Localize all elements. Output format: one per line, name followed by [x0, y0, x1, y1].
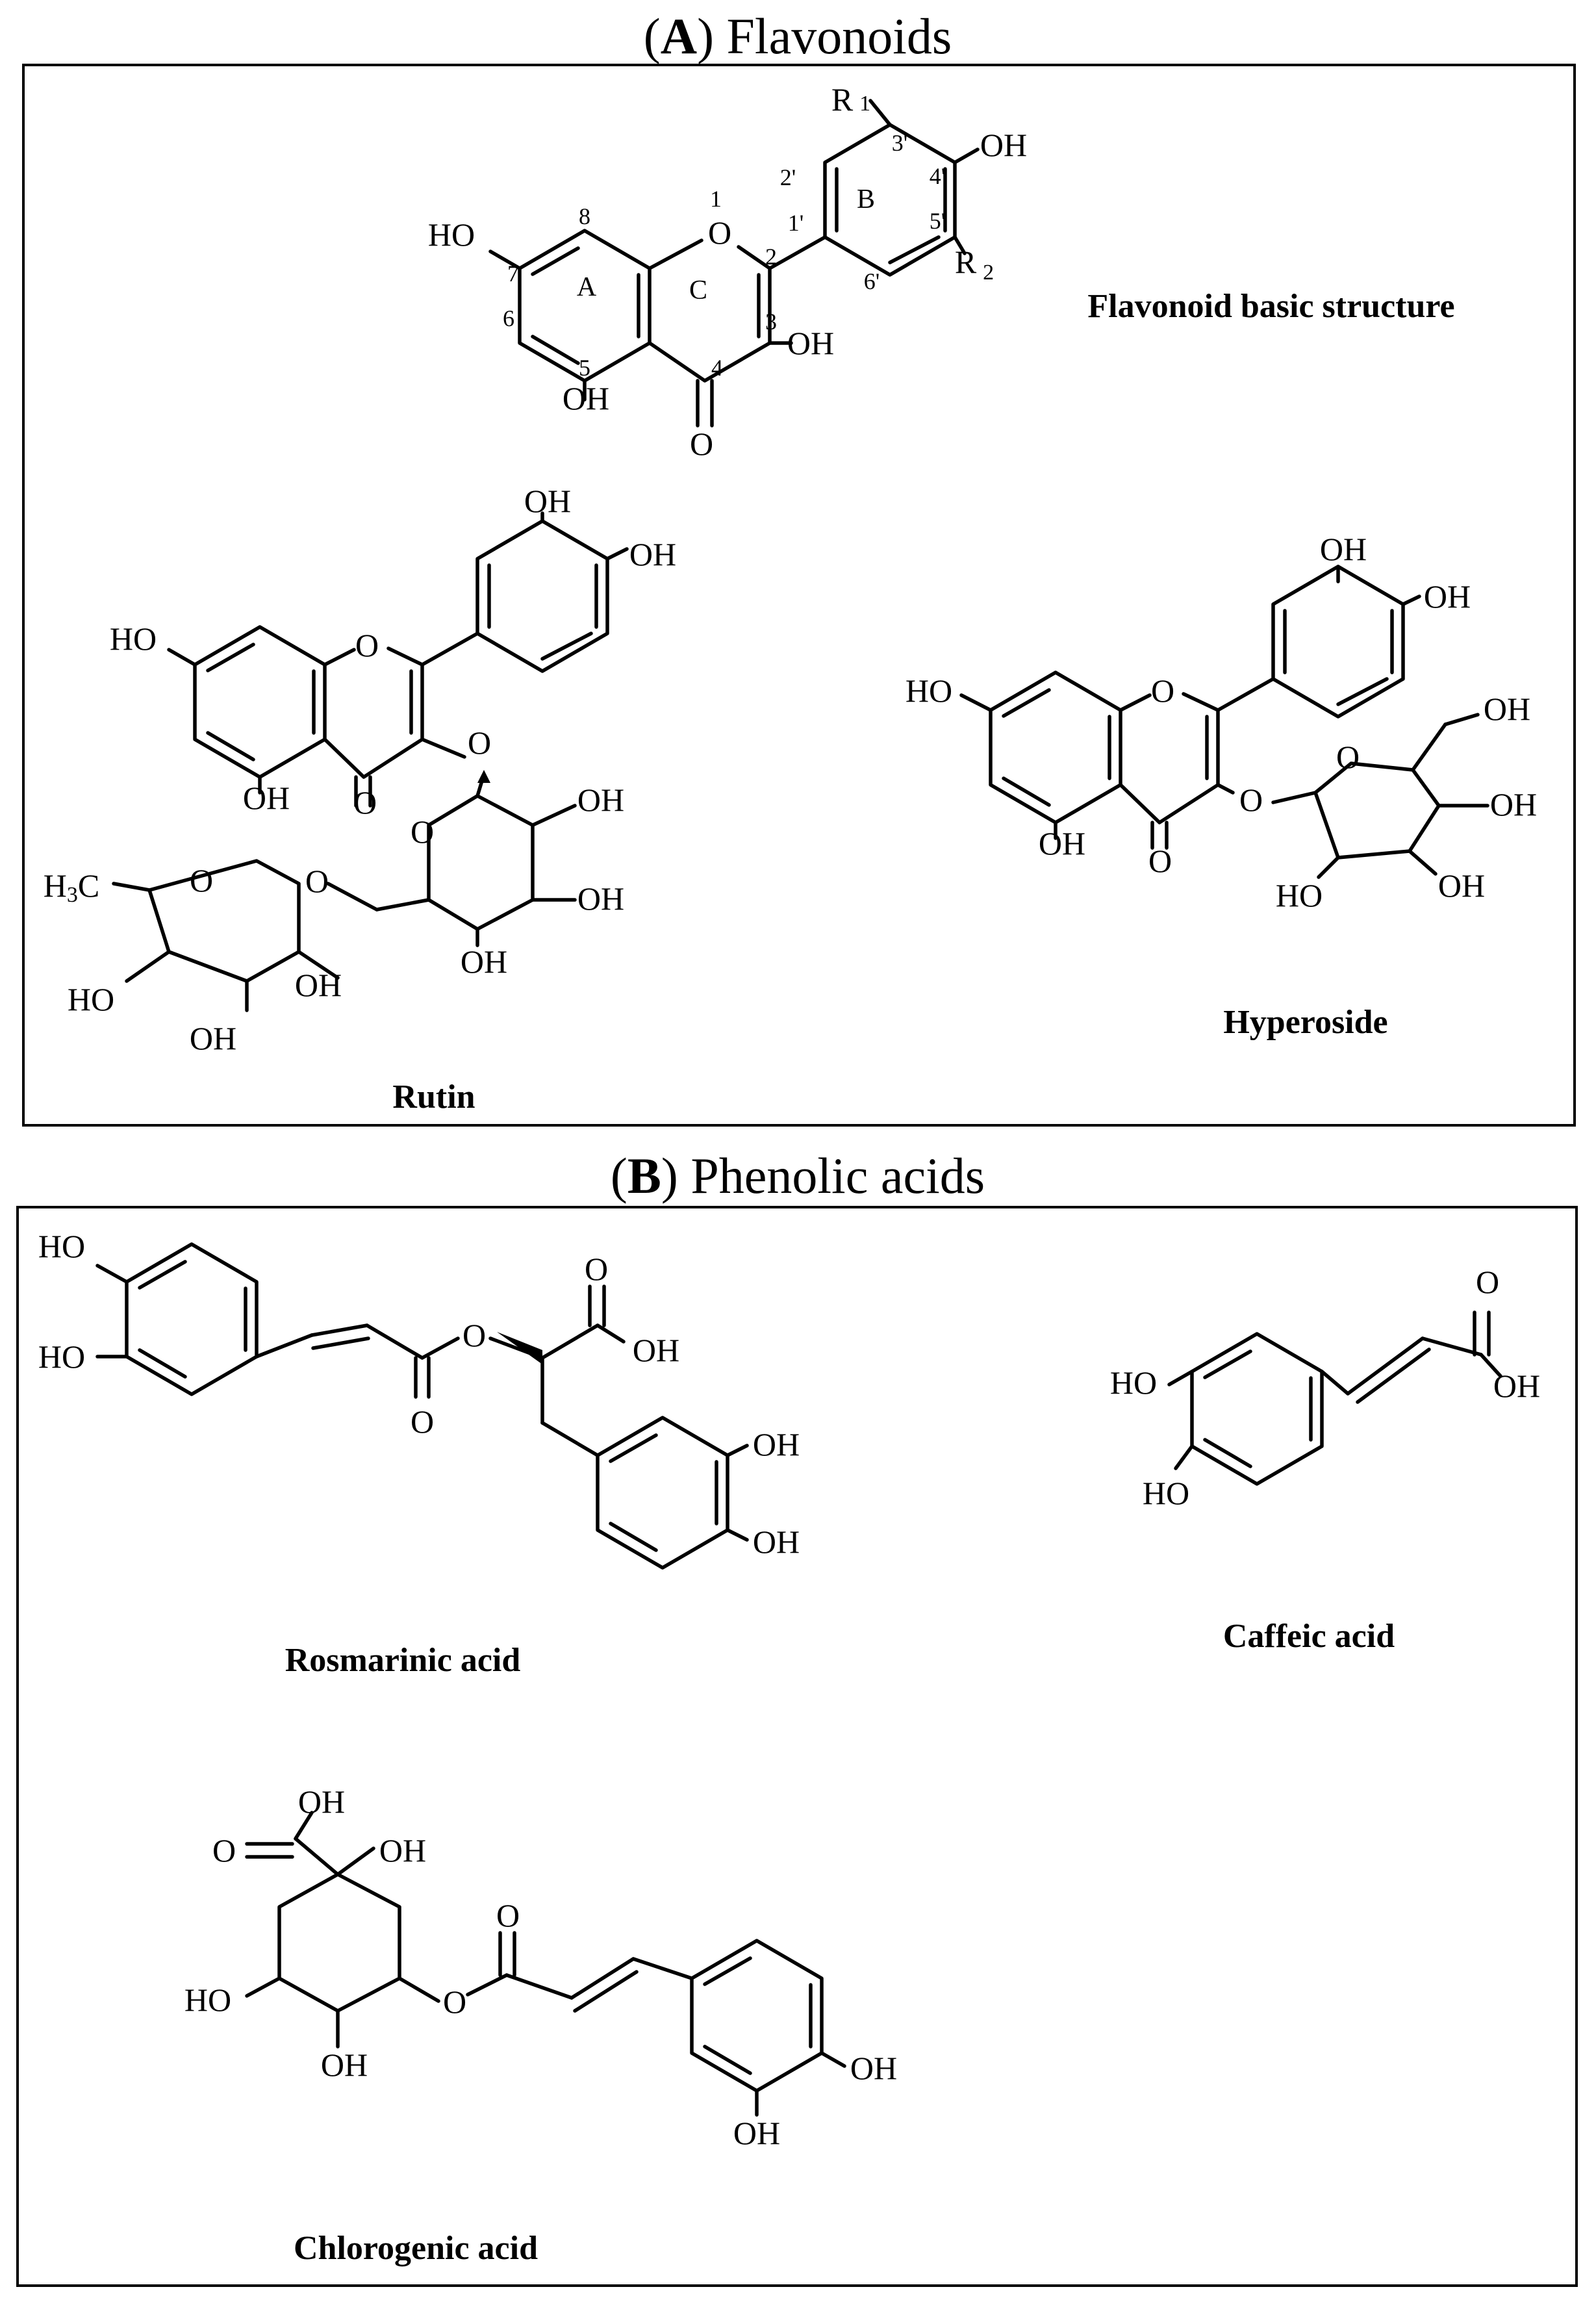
ring-label-a: A	[577, 272, 597, 302]
rosmarinic-ester-o: O	[462, 1317, 486, 1353]
hydroxyl-7: HO	[428, 216, 475, 253]
rutin-name: Rutin	[392, 1079, 475, 1116]
rutin-oh-5: OH	[243, 780, 290, 816]
rutin-glucose-oh-3: OH	[577, 880, 624, 917]
rosmarinic-acid-oh: OH	[633, 1332, 679, 1368]
rosmarinic-ester-carbonyl-o: O	[411, 1403, 434, 1440]
rosmarinic-acid-structure: HO HO O O O OH OH OH	[38, 1228, 800, 1570]
caffeic-ho-3: HO	[1110, 1364, 1157, 1401]
rutin-glucose-oh-2: OH	[577, 782, 624, 818]
position-4p: 4'	[930, 163, 946, 189]
rosmarinic-acid-name: Rosmarinic acid	[285, 1642, 521, 1679]
chlorogenic-ester-carbonyl-o: O	[496, 1897, 520, 1934]
rutin-structure: HO OH O O OH OH O O OH OH OH O O H3C OH …	[44, 483, 676, 1056]
hyperoside-ch2oh: OH	[1484, 691, 1530, 727]
rutin-oh-3p: OH	[524, 483, 571, 519]
hyperoside-sugar-oh-4: OH	[1490, 786, 1537, 823]
chlorogenic-acid-structure: OH O OH HO OH O O OH OH	[184, 1783, 897, 2151]
rutin-rhamnose-o: O	[190, 862, 213, 899]
caffeic-acid-structure: HO HO O OH	[1110, 1264, 1540, 1511]
caffeic-acid-oh: OH	[1493, 1368, 1540, 1404]
caffeic-ho-4: HO	[1143, 1475, 1189, 1511]
chlorogenic-ester-o: O	[443, 1984, 466, 2020]
chlorogenic-oh-3p: OH	[733, 2115, 780, 2151]
chlorogenic-quinic-oh-5: HO	[184, 1982, 231, 2018]
rosmarinic-acid-carbonyl-o: O	[585, 1251, 608, 1287]
chlorogenic-acid-oh: OH	[298, 1783, 345, 1820]
ring-label-c: C	[689, 275, 707, 305]
position-1p: 1'	[788, 210, 804, 236]
hydroxyl-5: OH	[563, 380, 609, 416]
rutin-carbonyl-o: O	[353, 784, 377, 821]
position-7: 7	[507, 261, 519, 287]
position-3: 3	[765, 309, 777, 335]
rosmarinic-ho-3: HO	[38, 1228, 85, 1264]
hydroxyl-4p: OH	[980, 127, 1027, 163]
ring-oxygen: O	[708, 214, 731, 251]
hyperoside-structure: HO OH O O OH OH O O OH OH OH HO	[906, 531, 1537, 913]
section-b-frame	[16, 1206, 1578, 2287]
chlorogenic-quinic-oh-4: OH	[321, 2047, 368, 2083]
hyperoside-sugar-o: O	[1336, 739, 1360, 775]
rutin-rhamnose-oh-4: HO	[68, 981, 114, 1017]
ring-label-b: B	[857, 185, 875, 214]
hyperoside-oh-3p: OH	[1320, 531, 1367, 567]
hyperoside-glycosidic-o: O	[1239, 782, 1263, 818]
position-6: 6	[503, 305, 514, 331]
position-4: 4	[711, 355, 723, 381]
rutin-rhamnose-oh-3: OH	[190, 1020, 236, 1056]
position-6p: 6'	[864, 268, 880, 294]
rutin-methyl: H3C	[44, 867, 99, 907]
position-5: 5	[579, 355, 590, 381]
position-3p: 3'	[892, 130, 908, 156]
rutin-ring-o: O	[355, 627, 379, 663]
position-8: 8	[579, 203, 590, 229]
section-a-frame	[22, 64, 1576, 1127]
rutin-glucose-oh-4: OH	[461, 943, 507, 980]
rutin-oh-4p: OH	[629, 536, 676, 572]
hydroxyl-3: OH	[787, 325, 834, 361]
carbonyl-oxygen: O	[690, 426, 713, 462]
caffeic-acid-name: Caffeic acid	[1223, 1618, 1395, 1655]
rosmarinic-oh-4p: OH	[753, 1524, 800, 1560]
hyperoside-oh-4p: OH	[1424, 578, 1471, 615]
chlorogenic-carbonyl-o: O	[212, 1832, 236, 1869]
position-1: 1	[710, 186, 722, 212]
chlorogenic-quinic-oh-1: OH	[379, 1832, 426, 1869]
rutin-ho-7: HO	[110, 620, 157, 657]
hyperoside-ring-o: O	[1151, 672, 1174, 709]
position-2p: 2'	[780, 164, 796, 190]
rutin-linker-o: O	[305, 863, 329, 899]
hyperoside-oh-5: OH	[1039, 825, 1085, 862]
rutin-glucose-o: O	[411, 813, 434, 850]
position-5p: 5'	[930, 208, 946, 234]
rosmarinic-oh-3p: OH	[753, 1426, 800, 1462]
chlorogenic-acid-name: Chlorogenic acid	[294, 2230, 538, 2267]
rutin-rhamnose-oh-2: OH	[295, 967, 342, 1003]
flavonoid-basic-structure-name: Flavonoid basic structure	[1087, 288, 1454, 325]
position-2: 2	[765, 244, 777, 270]
caffeic-carbonyl-o: O	[1476, 1264, 1499, 1300]
rosmarinic-ho-4: HO	[38, 1338, 85, 1375]
chlorogenic-oh-4p: OH	[850, 2050, 897, 2086]
hyperoside-ho-7: HO	[906, 672, 952, 709]
hyperoside-sugar-oh-3: OH	[1438, 867, 1485, 904]
hyperoside-sugar-oh-2: HO	[1276, 877, 1323, 913]
hyperoside-name: Hyperoside	[1223, 1004, 1387, 1041]
section-b-title: (B) Phenolic acids	[611, 1147, 985, 1204]
section-a-title: (A) Flavonoids	[644, 8, 952, 64]
rutin-glycosidic-o: O	[468, 724, 491, 761]
hyperoside-carbonyl-o: O	[1148, 843, 1172, 879]
